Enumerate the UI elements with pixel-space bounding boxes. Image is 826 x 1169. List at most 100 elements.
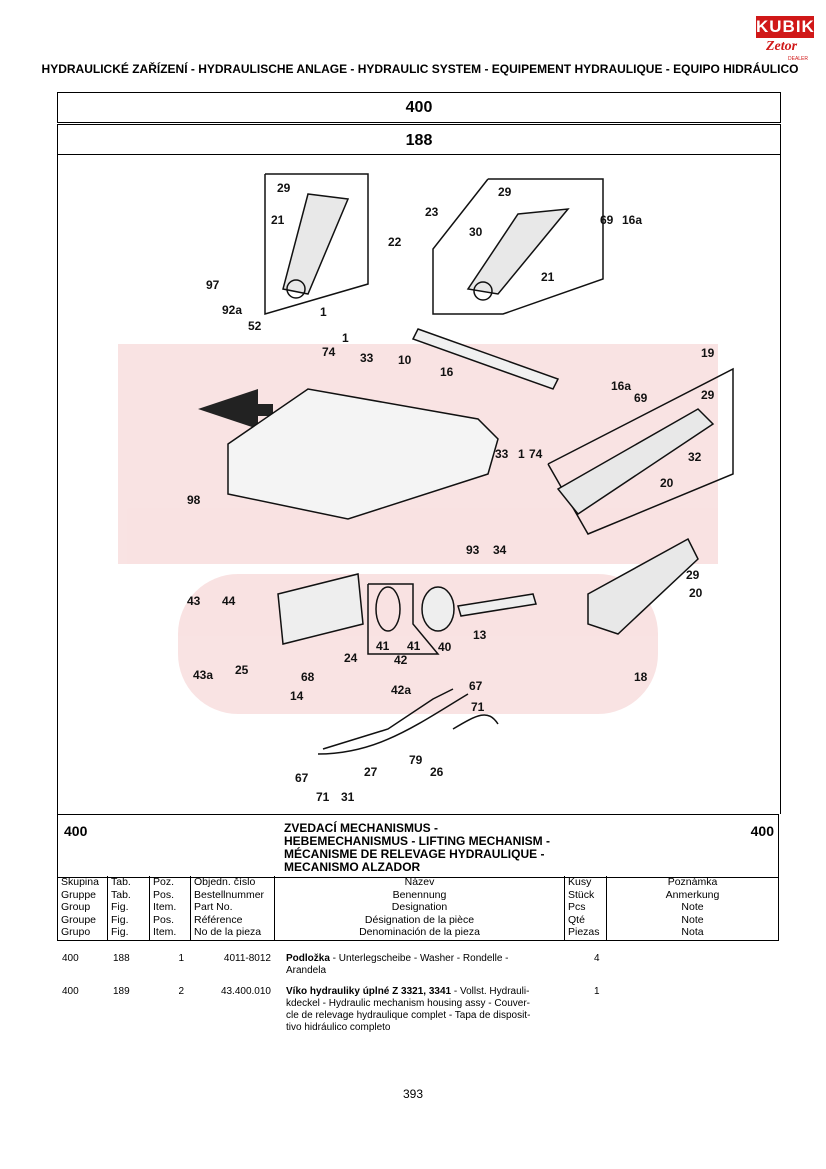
callout-74a: 74: [322, 345, 336, 359]
callout-44: 44: [222, 594, 236, 608]
callout-19: 19: [701, 346, 715, 360]
callout-40: 40: [438, 640, 452, 654]
section-title-line: MÉCANISME DE RELEVAGE HYDRAULIQUE -: [284, 847, 545, 861]
callout-74b: 74: [529, 447, 543, 461]
table-number-box: 188: [57, 124, 781, 155]
kubik-zetor-logo: KUBIK Zetor DEALER: [752, 12, 816, 64]
callout-29a: 29: [277, 181, 291, 195]
callout-69b: 69: [634, 391, 648, 405]
row-part: 4011-8012: [223, 953, 271, 964]
lever-frame-left: [264, 173, 369, 315]
lever-frame-right: [432, 178, 604, 315]
callout-31: 31: [341, 790, 355, 804]
callout-33b: 33: [495, 447, 509, 461]
logo-product: Zetor: [766, 39, 798, 54]
lever-right-eye: [473, 281, 493, 301]
row-qty: 4: [594, 953, 600, 964]
lever-bottom-right: [587, 537, 699, 635]
hydraulic-cylinder: [277, 573, 364, 645]
logo-brand: KUBIK: [756, 16, 815, 38]
watermark: [118, 344, 718, 714]
page-title: HYDRAULICKÉ ZAŘÍZENÍ - HYDRAULISCHE ANLA…: [41, 62, 799, 76]
direction-arrow: [198, 389, 273, 429]
row-group: 400: [62, 953, 79, 964]
callout-98: 98: [187, 493, 201, 507]
callout-69a: 69: [600, 213, 614, 227]
piston: [421, 586, 455, 632]
callout-21a: 21: [271, 213, 285, 227]
callout-30: 30: [469, 225, 483, 239]
callout-33a: 33: [360, 351, 374, 365]
callout-42a: 42a: [391, 683, 411, 697]
callout-92a: 92a: [222, 303, 242, 317]
piston-rod: [457, 593, 537, 617]
row-part: 43.400.010: [220, 986, 271, 997]
callout-93: 93: [466, 543, 480, 557]
lever-left-eye: [286, 279, 306, 299]
callout-14: 14: [290, 689, 304, 703]
oil-pipe-short: [452, 714, 499, 730]
callout-34: 34: [493, 543, 507, 557]
callout-16a-a: 16a: [622, 213, 642, 227]
callout-41a: 41: [376, 639, 390, 653]
callout-24: 24: [344, 651, 358, 665]
callout-26: 26: [430, 765, 444, 779]
callout-29b: 29: [498, 185, 512, 199]
callout-79: 79: [409, 753, 423, 767]
callout-42: 42: [394, 653, 408, 667]
row-pos: 1: [178, 953, 184, 964]
callout-29d: 29: [686, 568, 700, 582]
callout-16a-b: 16a: [611, 379, 631, 393]
callout-20b: 20: [689, 586, 703, 600]
callout-25: 25: [235, 663, 249, 677]
row-name-bold: Podložka: [286, 953, 330, 964]
piston-rings: [375, 586, 401, 632]
section-title: ZVEDACÍ MECHANISMUS - HEBEMECHANISMUS - …: [284, 822, 550, 874]
lever-left: [282, 193, 350, 295]
row-tab: 188: [113, 953, 130, 964]
lever-right-lower: [556, 408, 715, 516]
row-qty: 1: [594, 986, 600, 997]
callout-13: 13: [473, 628, 487, 642]
callout-10: 10: [398, 353, 412, 367]
row-pos: 2: [178, 986, 184, 997]
callout-18: 18: [634, 670, 648, 684]
lift-shaft: [411, 328, 560, 390]
row-name: Podložka - Unterlegscheibe - Washer - Ro…: [286, 953, 509, 976]
section-group-right: 400: [750, 823, 774, 839]
page-number: 393: [402, 1087, 424, 1101]
col-poz: Poz.Pos.Item.Pos.Item.: [150, 876, 191, 940]
callout-71a: 71: [471, 700, 485, 714]
callout-97: 97: [206, 278, 220, 292]
lever-right: [466, 208, 570, 295]
housing-cover: [227, 388, 499, 520]
callout-43a: 43a: [193, 668, 213, 682]
logo-sub: DEALER: [788, 56, 809, 62]
row-name-bold: Víko hydrauliky úplné Z 3321, 3341: [286, 986, 452, 997]
callout-27: 27: [364, 765, 378, 779]
row-tab: 189: [113, 986, 130, 997]
callout-41b: 41: [407, 639, 421, 653]
callout-71b: 71: [316, 790, 330, 804]
callout-1c: 1: [518, 447, 525, 461]
callout-22: 22: [388, 235, 402, 249]
callout-68: 68: [301, 670, 315, 684]
callout-16: 16: [440, 365, 454, 379]
callout-1a: 1: [320, 305, 327, 319]
diagram-svg: 29 21 22 23 29 30 69 16a 21 97 92a 52 1 …: [118, 173, 734, 804]
callout-20a: 20: [660, 476, 674, 490]
callout-29c: 29: [701, 388, 715, 402]
row-group: 400: [62, 986, 79, 997]
group-number-box: 400: [57, 92, 781, 123]
callout-23: 23: [425, 205, 439, 219]
piston-frame: [367, 583, 440, 655]
callout-67b: 67: [295, 771, 309, 785]
section-title-line: ZVEDACÍ MECHANISMUS -: [284, 821, 439, 835]
row-name: Víko hydrauliky úplné Z 3321, 3341 - Vol…: [286, 986, 531, 1033]
